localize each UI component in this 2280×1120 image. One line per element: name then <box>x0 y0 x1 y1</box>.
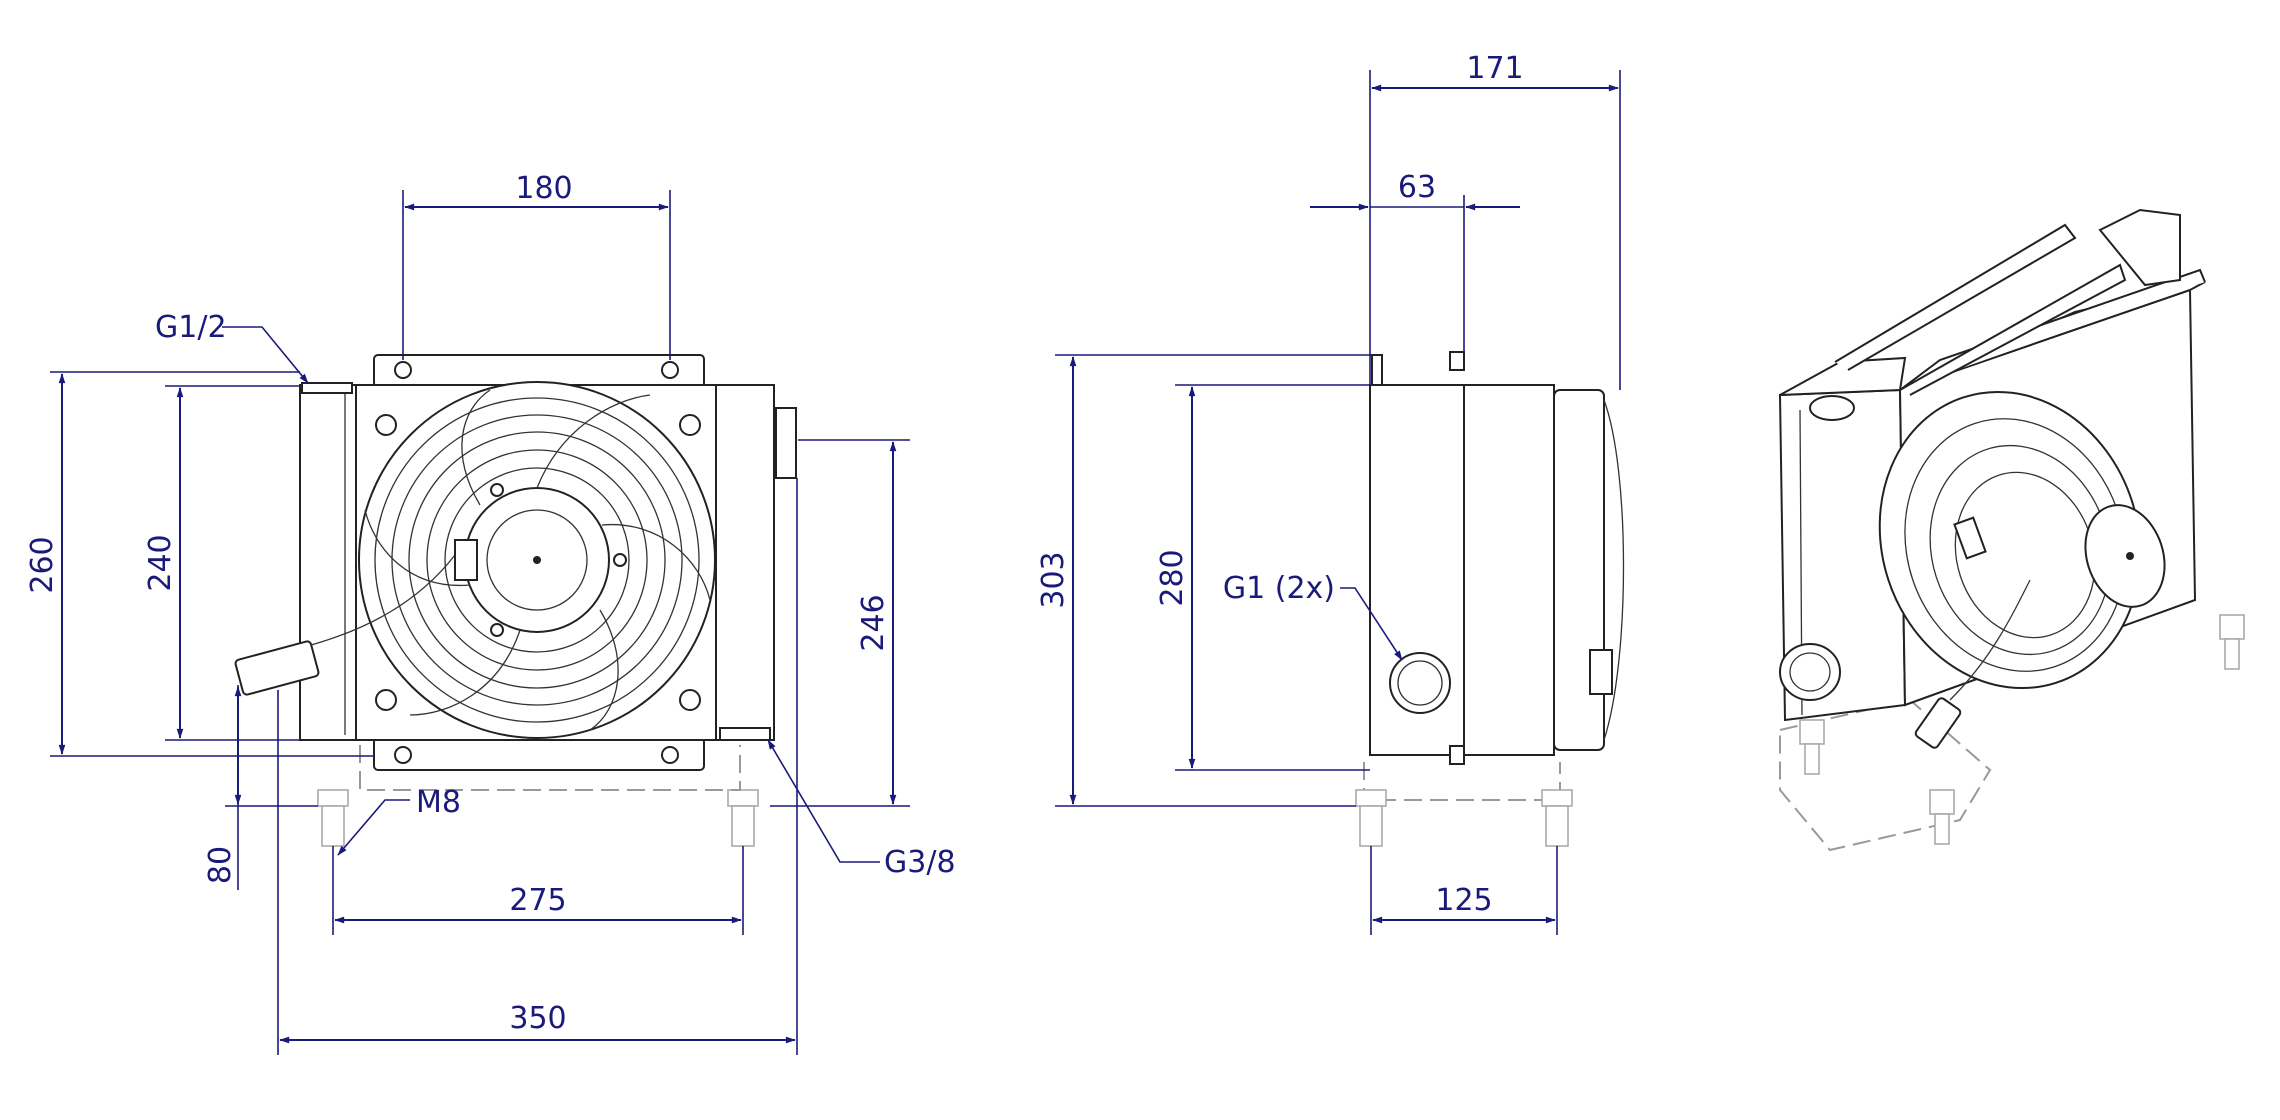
dim-303: 303 <box>1036 551 1071 608</box>
dim-260: 260 <box>25 536 60 593</box>
dim-240: 240 <box>143 534 178 591</box>
bracket-hole-icon <box>394 746 412 764</box>
side-connector-icon <box>1589 649 1613 695</box>
bracket-hole-icon <box>394 361 412 379</box>
dim-275: 275 <box>509 883 566 918</box>
iso-fan-guard-icon <box>1878 390 2142 690</box>
fan-blades-icon <box>364 389 711 731</box>
dim-63: 63 <box>1398 170 1436 205</box>
side-mount-feet <box>1355 762 1573 847</box>
dim-246: 246 <box>856 594 891 651</box>
dim-80: 80 <box>203 846 238 884</box>
left-tank <box>299 384 359 741</box>
mount-feet <box>317 745 759 847</box>
side-port-g1-icon <box>1389 652 1451 714</box>
label-m8: M8 <box>416 785 461 820</box>
iso-mount-feet <box>1799 614 2245 845</box>
side-shroud <box>1463 384 1555 756</box>
isometric-view <box>1778 208 2245 852</box>
iso-top-port <box>2098 208 2181 287</box>
dim-350: 350 <box>509 1001 566 1036</box>
fan-connector-icon <box>454 539 478 581</box>
bracket-hole-icon <box>661 361 679 379</box>
front-view: 180 260 240 246 80 275 350 G1/2 M8 G3/8 <box>25 171 956 1055</box>
dim-125: 125 <box>1435 883 1492 918</box>
cable-plug-icon <box>234 640 320 696</box>
iso-connector-icon <box>1914 697 1962 749</box>
dim-280: 280 <box>1155 549 1190 606</box>
bracket-hole-icon <box>661 746 679 764</box>
dim-171: 171 <box>1466 51 1523 86</box>
side-port <box>775 407 797 479</box>
iso-fan-hub-icon <box>2084 504 2166 608</box>
label-g3-8: G3/8 <box>884 845 956 880</box>
label-g1-2: G1/2 <box>155 310 227 345</box>
iso-port-icon <box>1779 643 1841 701</box>
dim-180: 180 <box>515 171 572 206</box>
right-tank <box>715 384 775 741</box>
side-view: 171 63 303 280 G1 (2x) 125 <box>1036 51 1625 935</box>
bottom-bracket <box>373 737 705 771</box>
side-fan <box>1553 389 1605 751</box>
label-g1-2x: G1 (2x) <box>1223 571 1335 606</box>
